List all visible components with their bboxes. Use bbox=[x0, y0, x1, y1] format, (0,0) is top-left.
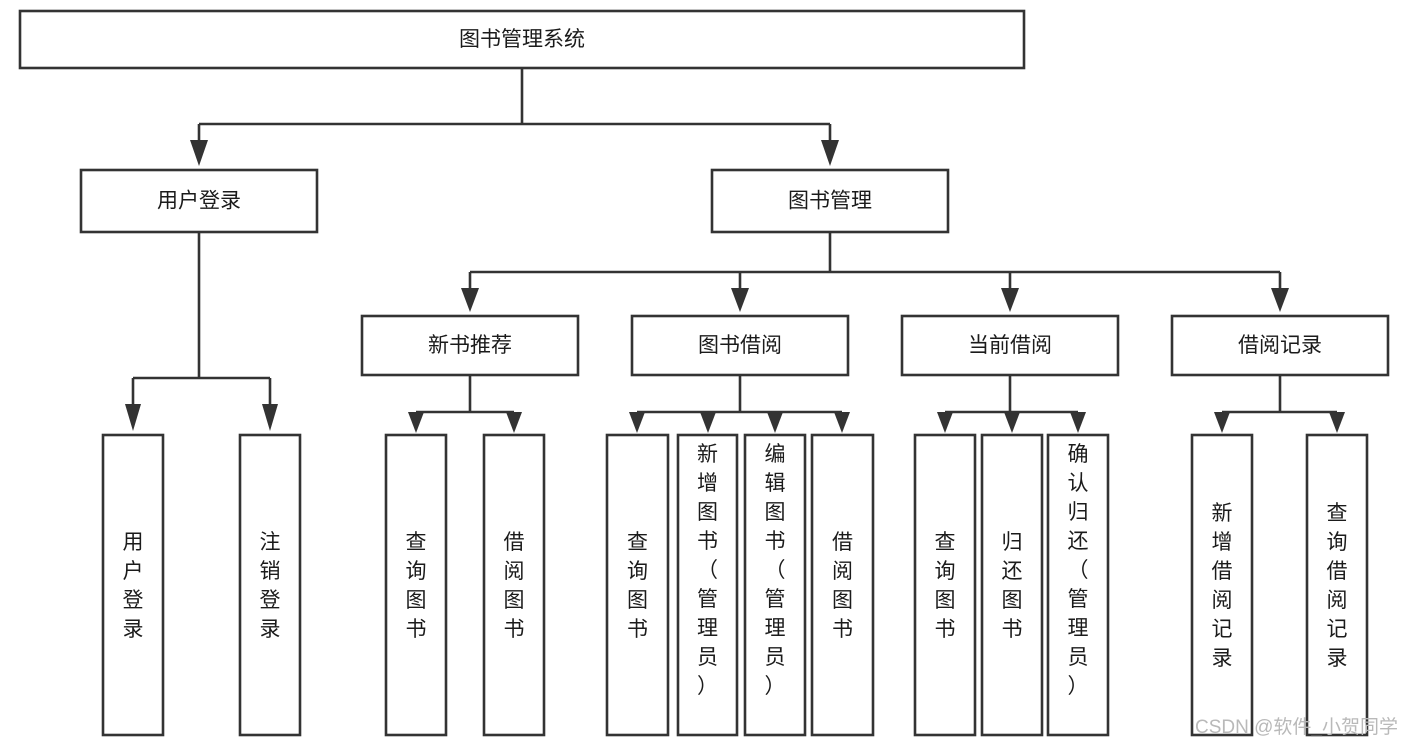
node-leaf-borrow-book[interactable]: 借阅图书 bbox=[810, 433, 875, 737]
node-leaf-user-login[interactable]: 用户登录 bbox=[101, 433, 165, 737]
node-borrow-records[interactable]: 借阅记录 bbox=[1170, 314, 1390, 377]
node-label-leaf-query-book-newrec: 查询图书 bbox=[406, 531, 427, 641]
arrow-bm-to-records bbox=[1271, 288, 1289, 312]
node-label-leaf-user-login: 用户登录 bbox=[123, 531, 144, 641]
node-leaf-return-book[interactable]: 归还图书 bbox=[980, 433, 1044, 737]
node-leaf-confirm-return-admin[interactable]: 确认归还（管理员） bbox=[1046, 433, 1110, 737]
node-label-user-login: 用户登录 bbox=[157, 190, 241, 213]
connector-layer bbox=[125, 68, 1345, 433]
node-box-leaf-return-book[interactable] bbox=[980, 433, 1044, 737]
node-label-leaf-confirm-return-admin: 确认归还（管理员） bbox=[1068, 443, 1089, 698]
node-leaf-query-book-borrow[interactable]: 查询图书 bbox=[605, 433, 670, 737]
node-box-leaf-user-login[interactable] bbox=[101, 433, 165, 737]
node-label-leaf-add-borrow-record: 新增借阅记录 bbox=[1212, 502, 1233, 670]
arrow-newrec-leaf2 bbox=[506, 412, 522, 433]
node-user-login[interactable]: 用户登录 bbox=[79, 168, 319, 234]
node-box-leaf-query-borrow-record[interactable] bbox=[1305, 433, 1369, 737]
node-label-book-borrow: 图书借阅 bbox=[698, 334, 782, 357]
node-leaf-query-borrow-record[interactable]: 查询借阅记录 bbox=[1305, 433, 1369, 737]
node-box-leaf-confirm-return-admin[interactable] bbox=[1046, 433, 1110, 737]
node-label-leaf-add-book-admin: 新增图书（管理员） bbox=[697, 443, 718, 698]
node-box-current-borrow[interactable] bbox=[900, 314, 1120, 377]
arrow-root-to-book-management bbox=[821, 140, 839, 166]
node-box-leaf-borrow-book-newrec[interactable] bbox=[482, 433, 546, 737]
csdn-watermark: CSDN @软件_小贺同学 bbox=[1195, 716, 1398, 738]
arrow-current-leaf1 bbox=[937, 412, 953, 433]
node-leaf-query-book-newrec[interactable]: 查询图书 bbox=[384, 433, 448, 737]
node-root[interactable]: 图书管理系统 bbox=[18, 9, 1026, 70]
node-leaf-add-borrow-record[interactable]: 新增借阅记录 bbox=[1190, 433, 1254, 737]
node-label-borrow-records: 借阅记录 bbox=[1238, 334, 1322, 357]
node-label-leaf-logout: 注销登录 bbox=[260, 531, 281, 641]
arrow-bm-to-borrow bbox=[731, 288, 749, 312]
node-label-leaf-edit-book-admin: 编辑图书（管理员） bbox=[765, 443, 786, 698]
arrow-root-to-user-login bbox=[190, 140, 208, 166]
node-box-user-login[interactable] bbox=[79, 168, 319, 234]
node-label-leaf-query-book-borrow: 查询图书 bbox=[627, 531, 648, 641]
node-box-leaf-query-book-borrow[interactable] bbox=[605, 433, 670, 737]
node-box-leaf-query-book-current[interactable] bbox=[913, 433, 977, 737]
node-leaf-logout[interactable]: 注销登录 bbox=[238, 433, 302, 737]
node-new-book-recommend[interactable]: 新书推荐 bbox=[360, 314, 580, 377]
arrow-borrow-leaf1 bbox=[629, 412, 645, 433]
node-box-leaf-query-book-newrec[interactable] bbox=[384, 433, 448, 737]
node-box-leaf-add-borrow-record[interactable] bbox=[1190, 433, 1254, 737]
node-box-borrow-records[interactable] bbox=[1170, 314, 1390, 377]
arrow-newrec-leaf1 bbox=[408, 412, 424, 433]
arrow-borrow-leaf4 bbox=[834, 412, 850, 433]
arrow-userlogin-leaf2 bbox=[262, 404, 278, 431]
arrow-borrow-leaf2 bbox=[700, 412, 716, 433]
node-leaf-query-book-current[interactable]: 查询图书 bbox=[913, 433, 977, 737]
node-box-book-borrow[interactable] bbox=[630, 314, 850, 377]
node-label-leaf-borrow-book-newrec: 借阅图书 bbox=[504, 531, 525, 641]
node-book-borrow[interactable]: 图书借阅 bbox=[630, 314, 850, 377]
node-label-leaf-borrow-book: 借阅图书 bbox=[832, 531, 853, 641]
node-box-leaf-edit-book-admin[interactable] bbox=[743, 433, 807, 737]
node-current-borrow[interactable]: 当前借阅 bbox=[900, 314, 1120, 377]
node-leaf-add-book-admin[interactable]: 新增图书（管理员） bbox=[676, 433, 739, 737]
node-box-root[interactable] bbox=[18, 9, 1026, 70]
arrow-bm-to-current bbox=[1001, 288, 1019, 312]
node-box-new-book-recommend[interactable] bbox=[360, 314, 580, 377]
node-label-root: 图书管理系统 bbox=[459, 28, 585, 51]
node-layer: 图书管理系统用户登录图书管理新书推荐图书借阅当前借阅借阅记录用户登录注销登录查询… bbox=[18, 9, 1390, 737]
arrow-userlogin-leaf1 bbox=[125, 404, 141, 431]
arrow-current-leaf3 bbox=[1070, 412, 1086, 433]
node-box-book-management[interactable] bbox=[710, 168, 950, 234]
node-label-leaf-query-borrow-record: 查询借阅记录 bbox=[1327, 502, 1348, 670]
node-box-leaf-borrow-book[interactable] bbox=[810, 433, 875, 737]
node-label-current-borrow: 当前借阅 bbox=[968, 334, 1052, 357]
node-box-leaf-add-book-admin[interactable] bbox=[676, 433, 739, 737]
node-label-book-management: 图书管理 bbox=[788, 190, 872, 213]
node-label-leaf-return-book: 归还图书 bbox=[1002, 531, 1023, 641]
node-box-leaf-logout[interactable] bbox=[238, 433, 302, 737]
node-leaf-borrow-book-newrec[interactable]: 借阅图书 bbox=[482, 433, 546, 737]
arrow-borrow-leaf3 bbox=[767, 412, 783, 433]
arrow-bm-to-newrec bbox=[461, 288, 479, 312]
node-label-new-book-recommend: 新书推荐 bbox=[428, 334, 512, 357]
node-book-management[interactable]: 图书管理 bbox=[710, 168, 950, 234]
arrow-records-leaf2 bbox=[1329, 412, 1345, 433]
arrow-records-leaf1 bbox=[1214, 412, 1230, 433]
arrow-current-leaf2 bbox=[1004, 412, 1020, 433]
node-label-leaf-query-book-current: 查询图书 bbox=[935, 531, 956, 641]
node-leaf-edit-book-admin[interactable]: 编辑图书（管理员） bbox=[743, 433, 807, 737]
